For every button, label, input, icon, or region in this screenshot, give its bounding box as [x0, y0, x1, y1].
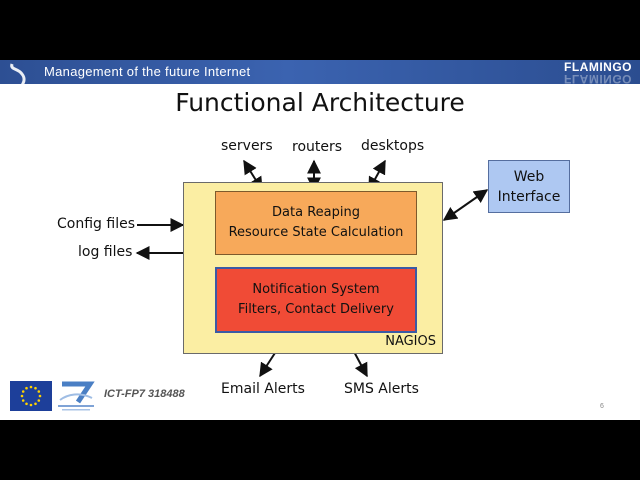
data-reaping-box: Data Reaping Resource State Calculation — [215, 191, 417, 255]
sms-alerts-label: SMS Alerts — [344, 381, 419, 397]
nagios-label: NAGIOS — [385, 334, 436, 349]
fp7-logo-icon — [58, 381, 95, 411]
desktops-label: desktops — [361, 138, 425, 154]
web-interface-arrow — [442, 189, 489, 221]
slide: Management of the future Internet FLAMIN… — [0, 60, 640, 420]
config-files-label: Config files — [57, 216, 135, 232]
slide-title: Functional Architecture — [175, 88, 465, 117]
web-line-2: Interface — [497, 188, 561, 205]
routers-label: routers — [292, 139, 343, 155]
notification-system-box: Notification System Filters, Contact Del… — [215, 267, 417, 333]
reaping-line-1: Data Reaping — [272, 205, 360, 220]
email-alerts-label: Email Alerts — [221, 381, 305, 397]
notification-line-1: Notification System — [252, 282, 380, 297]
eu-flag-icon — [10, 381, 52, 411]
brand-name: FLAMINGO — [564, 60, 632, 74]
web-line-1: Web — [513, 168, 545, 185]
banner-title: Management of the future Internet — [44, 64, 251, 79]
servers-label: servers — [221, 138, 273, 154]
web-interface-box: Web Interface — [488, 160, 570, 213]
flamingo-logo-icon — [10, 63, 26, 101]
header-banner: Management of the future Internet FLAMIN… — [0, 60, 640, 86]
project-id: ICT-FP7 318488 — [104, 388, 185, 400]
reaping-line-2: Resource State Calculation — [228, 225, 404, 240]
notification-line-2: Filters, Contact Delivery — [238, 302, 394, 317]
page-number: 6 — [600, 403, 604, 410]
log-files-label: log files — [78, 244, 133, 260]
